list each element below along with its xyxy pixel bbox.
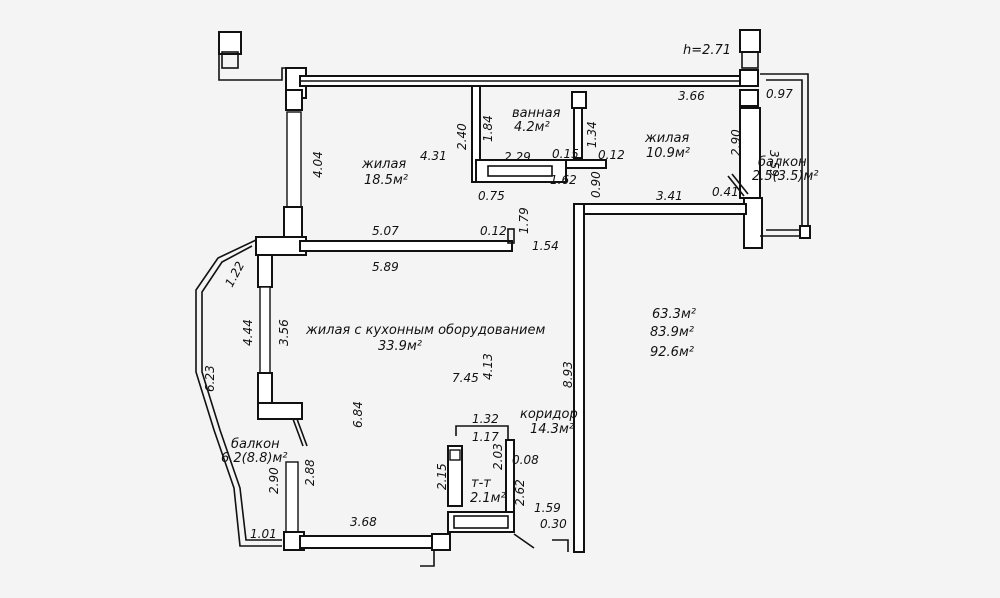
dim-2-62: 2.62 (513, 479, 527, 506)
bathroom-name: ванная (512, 106, 561, 121)
ceiling-height-label: h=2.71 (683, 43, 731, 58)
total-living-area: 63.3м² (652, 307, 696, 322)
dim-2-29: 2.29 (504, 150, 531, 164)
dim-8-93: 8.93 (561, 361, 575, 388)
dimensions: 3.66 0.97 3.59 4.04 4.31 2.40 1.84 2.29 … (203, 87, 793, 541)
dim-5-07: 5.07 (372, 224, 399, 238)
balcony-right-name: балкон (758, 155, 807, 170)
total-area-with-balconies: 92.6м² (650, 345, 694, 360)
dim-1-01: 1.01 (250, 527, 277, 541)
dim-2-40: 2.40 (455, 123, 469, 150)
dim-0-90: 0.90 (589, 171, 603, 198)
wc-name: т-т (471, 476, 491, 491)
dim-0-41: 0.41 (712, 185, 739, 199)
dim-6-84: 6.84 (351, 401, 365, 428)
bathroom-area: 4.2м² (514, 120, 550, 135)
dim-0-12a: 0.12 (598, 148, 625, 162)
dim-0-75: 0.75 (478, 189, 505, 203)
dim-5-89: 5.89 (372, 260, 399, 274)
living-kitchen-area: 33.9м² (378, 339, 422, 354)
dim-4-13: 4.13 (481, 353, 495, 380)
corridor-area: 14.3м² (530, 422, 574, 437)
dim-0-15: 0.15 (552, 147, 579, 161)
dim-2-15: 2.15 (435, 463, 449, 490)
dim-2-90b: 2.90 (267, 467, 281, 494)
dim-4-44: 4.44 (241, 319, 255, 346)
dim-2-88: 2.88 (303, 459, 317, 486)
dim-1-62: 1.62 (550, 173, 577, 187)
bedroom-left-name: жилая (361, 157, 406, 172)
dim-1-84: 1.84 (481, 115, 495, 142)
dim-3-66: 3.66 (678, 89, 705, 103)
dim-3-56: 3.56 (277, 319, 291, 346)
living-kitchen-name: жилая с кухонным оборудованием (305, 323, 545, 338)
walls (195, 29, 811, 567)
dim-0-30: 0.30 (540, 517, 567, 531)
balcony-left-area: 6.2(8.8)м² (221, 451, 288, 466)
bedroom-right-area: 10.9м² (646, 146, 690, 161)
total-area: 83.9м² (650, 325, 694, 340)
dim-0-12b: 0.12 (480, 224, 507, 238)
dim-1-59: 1.59 (534, 501, 561, 515)
dim-3-68: 3.68 (350, 515, 377, 529)
balcony-right-area: 2.5(3.5)м² (752, 169, 819, 184)
dim-0-97: 0.97 (766, 87, 793, 101)
dim-4-31: 4.31 (420, 149, 447, 163)
dim-1-22: 1.22 (222, 259, 247, 289)
bedroom-right-name: жилая (644, 131, 689, 146)
dim-1-17: 1.17 (472, 430, 499, 444)
dim-1-34: 1.34 (585, 121, 599, 148)
dim-3-41: 3.41 (656, 189, 683, 203)
dim-3-59: 3.59 (767, 150, 781, 177)
dim-2-90a: 2.90 (729, 129, 743, 156)
dim-1-79: 1.79 (517, 207, 531, 234)
dim-1-54: 1.54 (532, 239, 559, 253)
bedroom-left-area: 18.5м² (364, 173, 408, 188)
dim-0-08: 0.08 (512, 453, 539, 467)
labels: h=2.71 ванная 4.2м² жилая 18.5м² жилая 1… (221, 43, 819, 506)
dim-4-04: 4.04 (311, 151, 325, 178)
dim-7-45: 7.45 (452, 371, 479, 385)
dim-6-23: 6.23 (203, 365, 217, 392)
balcony-left-name: балкон (231, 437, 280, 452)
corridor-name: коридор (520, 407, 578, 422)
wc-area: 2.1м² (470, 491, 506, 506)
dim-2-03: 2.03 (491, 443, 505, 470)
dim-1-32: 1.32 (472, 412, 499, 426)
